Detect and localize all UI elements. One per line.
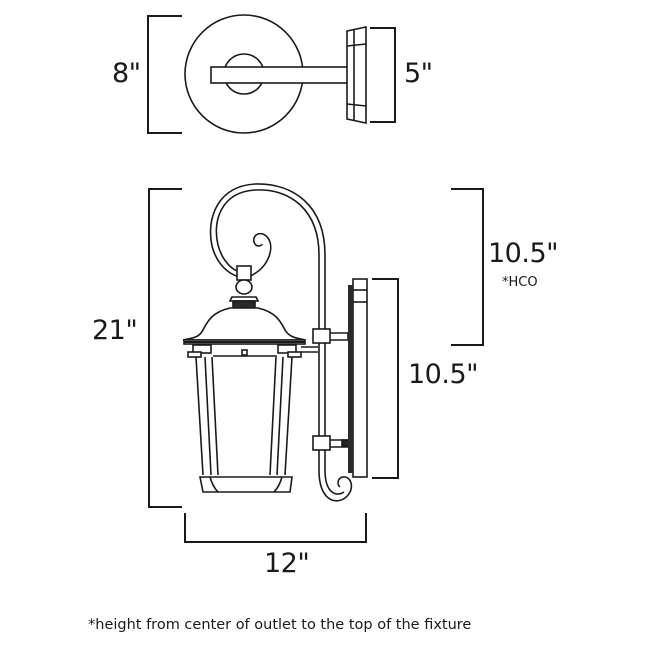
height-dimension-bracket	[148, 188, 182, 508]
lower-clamp	[312, 435, 331, 451]
backplate-texture	[348, 285, 353, 473]
footnote: *height from center of outlet to the top…	[88, 617, 472, 633]
upper-clamp	[312, 328, 331, 344]
lantern-cap	[182, 307, 306, 341]
lantern-bottom	[199, 476, 293, 493]
scroll-arm	[215, 189, 320, 330]
height-label: 21"	[92, 315, 138, 346]
lantern-left-post	[195, 356, 219, 476]
backplate-height-bracket	[372, 278, 399, 479]
hanger-neck	[236, 265, 252, 281]
depth-dimension-bracket	[147, 15, 182, 134]
backplate-height-label: 10.5"	[408, 359, 479, 390]
backplate-side	[352, 278, 368, 478]
width-dimension-bracket	[184, 513, 367, 543]
width-label: 12"	[264, 548, 310, 579]
backplate-top	[346, 26, 367, 124]
hco-dimension-bracket	[451, 188, 484, 346]
arm-top	[210, 66, 349, 84]
lantern-right-post	[269, 356, 293, 476]
hco-label: 10.5"	[488, 238, 559, 269]
depth-label: 8"	[112, 58, 141, 89]
backplate-width-label: 5"	[404, 58, 433, 89]
hco-note: *HCO	[502, 275, 538, 290]
top-view	[147, 14, 396, 134]
backplate-width-bracket	[370, 27, 396, 123]
side-view	[148, 183, 368, 508]
